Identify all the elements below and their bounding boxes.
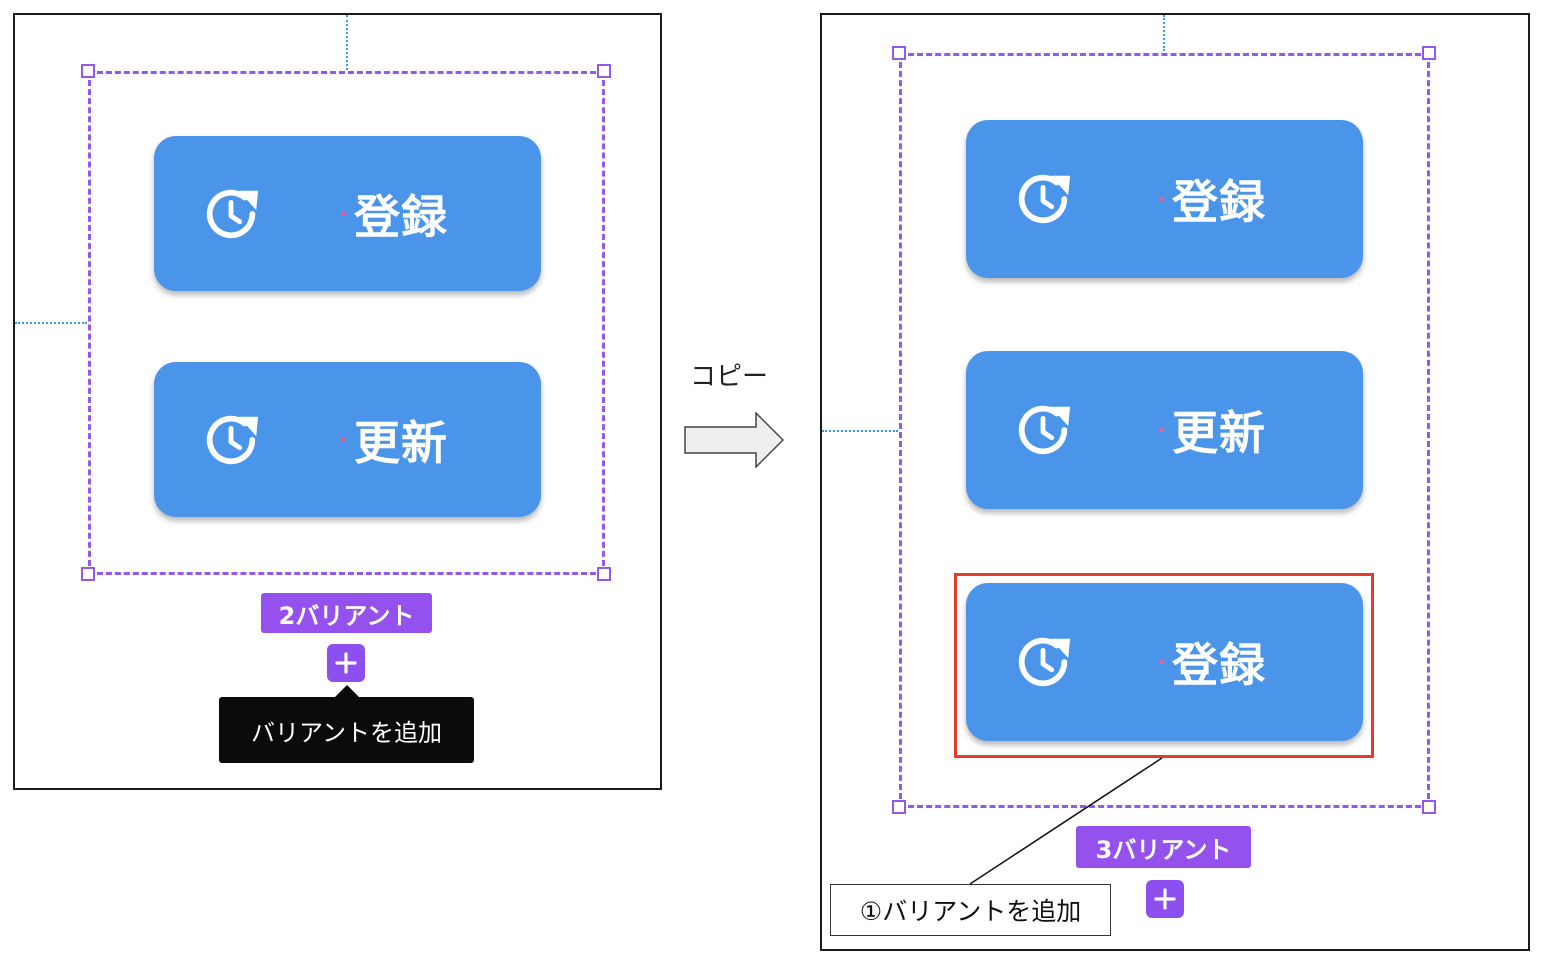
history-icon (1018, 637, 1071, 687)
add-variant-button[interactable] (1146, 880, 1184, 918)
variant-button-update[interactable]: 更新 (966, 351, 1363, 509)
plus-icon (335, 652, 357, 674)
button-label: 登録 (354, 189, 448, 244)
button-label: 登録 (1172, 638, 1266, 692)
resize-handle-bottom-right[interactable] (1422, 800, 1436, 814)
add-variant-button[interactable] (327, 644, 365, 682)
text-anchor-dot (1159, 659, 1164, 665)
resize-handle-top-right[interactable] (597, 64, 611, 78)
variant-button-update[interactable]: 更新 (154, 362, 541, 517)
resize-handle-bottom-left[interactable] (892, 800, 906, 814)
resize-handle-top-right[interactable] (1422, 46, 1436, 60)
spacing-guide-vertical (1163, 15, 1165, 51)
resize-handle-bottom-left[interactable] (81, 567, 95, 581)
spacing-guide-horizontal (822, 430, 898, 432)
spacing-guide-vertical (346, 15, 348, 70)
resize-handle-top-left[interactable] (892, 46, 906, 60)
variant-button-register[interactable]: 登録 (966, 120, 1363, 278)
plus-icon (1154, 888, 1176, 910)
resize-handle-top-left[interactable] (81, 64, 95, 78)
new-variant-highlight (954, 573, 1374, 758)
text-anchor-dot (341, 437, 346, 442)
variant-count-badge: 3バリアント (1076, 826, 1251, 868)
button-label: 更新 (354, 415, 448, 470)
text-anchor-dot (1159, 427, 1164, 433)
history-icon (1018, 174, 1071, 224)
resize-handle-bottom-right[interactable] (597, 567, 611, 581)
component-set-frame[interactable] (899, 53, 1430, 808)
text-anchor-dot (341, 211, 346, 216)
right-arrow-icon (684, 412, 784, 468)
variant-button-register[interactable]: 登録 (154, 136, 541, 291)
component-set-frame[interactable] (88, 71, 605, 575)
history-icon (1018, 405, 1071, 455)
history-icon (206, 189, 259, 238)
variant-button-register-copy[interactable]: 登録 (966, 583, 1363, 741)
add-variant-tooltip: バリアントを追加 (219, 697, 474, 763)
variant-count-badge: 2バリアント (261, 593, 432, 633)
spacing-guide-horizontal (15, 322, 87, 324)
button-label: 登録 (1172, 175, 1266, 229)
button-label: 更新 (1172, 406, 1266, 460)
copy-label: コピー (690, 362, 769, 392)
step-callout: ①バリアントを追加 (830, 884, 1111, 936)
history-icon (206, 415, 259, 464)
text-anchor-dot (1159, 196, 1164, 202)
